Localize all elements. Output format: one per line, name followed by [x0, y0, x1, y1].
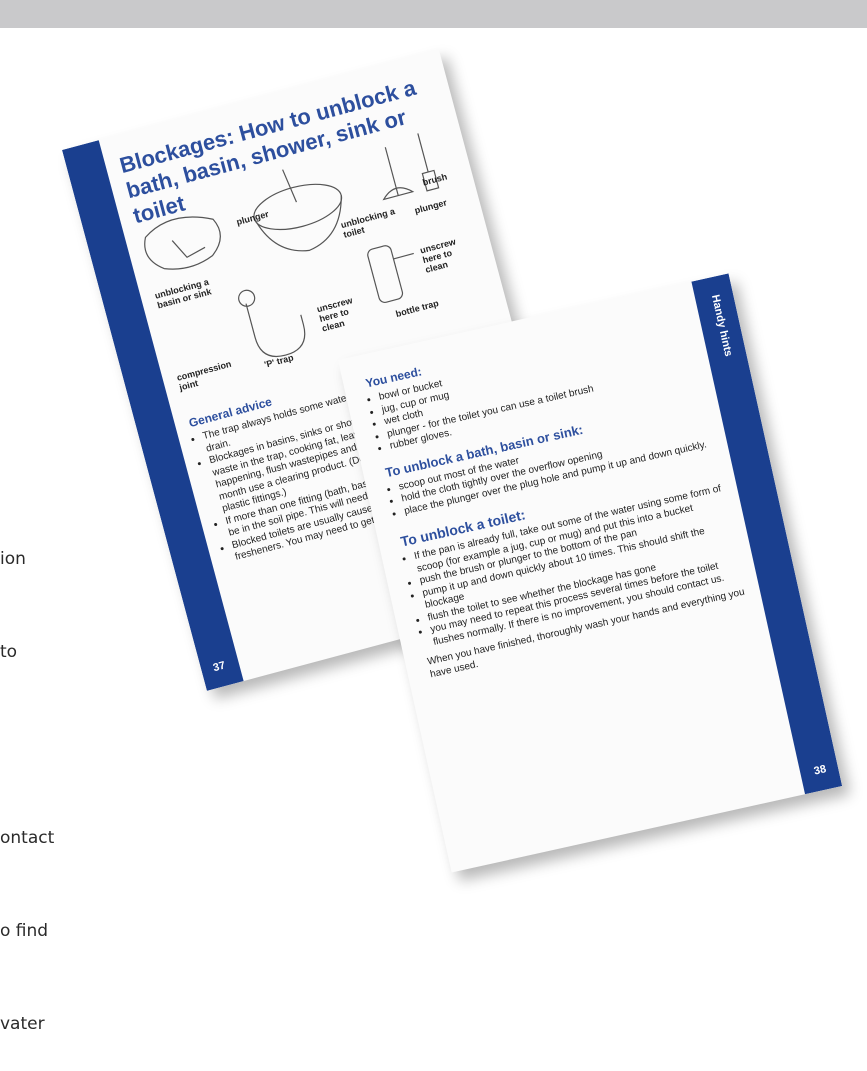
top-bar	[0, 0, 867, 28]
background-line: o find	[0, 921, 49, 941]
plumbing-illustrations	[144, 133, 440, 358]
background-line	[0, 730, 140, 761]
background-line: ontact	[0, 828, 55, 848]
page-37: 37 Blockages: How to unblock a bath, bas…	[62, 49, 584, 691]
background-line: to	[0, 642, 18, 662]
page-38: Handy hints 38 You need: bowl or bucket …	[338, 273, 843, 873]
page-number: 38	[812, 763, 828, 778]
background-text: ion to ontact o find vater	[0, 482, 140, 1071]
background-line: vater	[0, 1014, 45, 1034]
background-line: ion	[0, 549, 26, 569]
